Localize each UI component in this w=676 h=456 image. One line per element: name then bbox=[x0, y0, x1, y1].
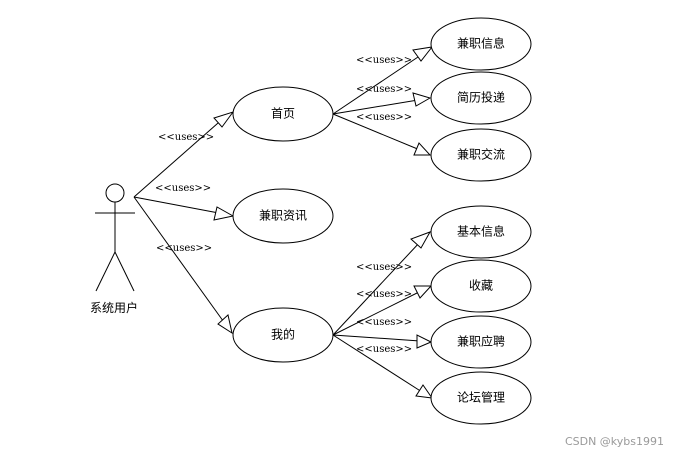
edge-mine-basicinfo bbox=[332, 241, 421, 336]
edge-actor-home bbox=[133, 115, 227, 198]
stereotype-home-resume: <<uses>> bbox=[356, 84, 412, 95]
usecase-resume: 简历投递 bbox=[430, 71, 532, 125]
stereotype-mine-forum: <<uses>> bbox=[356, 344, 412, 355]
actor-head bbox=[105, 183, 125, 203]
edge-mine-forum bbox=[332, 334, 423, 393]
arrowhead-home-resume bbox=[412, 92, 432, 107]
stereotype-mine-apply: <<uses>> bbox=[356, 317, 412, 328]
edge-home-resume bbox=[332, 99, 419, 115]
actor-figure bbox=[95, 183, 135, 292]
usecase-home: 首页 bbox=[232, 86, 334, 142]
edge-home-exchange bbox=[332, 113, 421, 151]
usecase-basic-info-ellipse bbox=[430, 205, 532, 259]
usecase-forum-ellipse bbox=[430, 371, 532, 425]
stereotype-actor-mine: <<uses>> bbox=[156, 243, 212, 254]
edge-mine-apply bbox=[332, 334, 421, 342]
arrowhead-home-jobinfo bbox=[412, 46, 434, 62]
usecase-home-ellipse bbox=[232, 86, 334, 142]
stereotype-mine-favorites: <<uses>> bbox=[356, 289, 412, 300]
arrowhead-mine-basicinfo bbox=[410, 231, 432, 249]
stereotype-actor-news: <<uses>> bbox=[155, 183, 211, 194]
actor-left-leg bbox=[95, 251, 116, 292]
arrowhead-actor-news bbox=[213, 206, 235, 221]
arrowhead-actor-home bbox=[213, 111, 235, 128]
stereotype-home-jobinfo: <<uses>> bbox=[356, 55, 412, 66]
usecase-job-info: 兼职信息 bbox=[430, 17, 532, 71]
usecase-favorites-ellipse bbox=[430, 259, 532, 313]
usecase-basic-info-label: 基本信息 bbox=[457, 224, 505, 239]
usecase-news: 兼职资讯 bbox=[232, 188, 334, 244]
usecase-apply: 兼职应聘 bbox=[430, 315, 532, 369]
arrowhead-mine-favorites bbox=[413, 285, 433, 299]
usecase-news-ellipse bbox=[232, 188, 334, 244]
usecase-favorites: 收藏 bbox=[430, 259, 532, 313]
usecase-apply-ellipse bbox=[430, 315, 532, 369]
arrowhead-home-exchange bbox=[413, 142, 432, 156]
usecase-mine: 我的 bbox=[232, 307, 334, 363]
stereotype-actor-home: <<uses>> bbox=[158, 132, 214, 143]
usecase-mine-ellipse bbox=[232, 307, 334, 363]
usecase-basic-info: 基本信息 bbox=[430, 205, 532, 259]
usecase-apply-label: 兼职应聘 bbox=[457, 334, 505, 349]
edge-actor-news bbox=[133, 196, 225, 215]
stereotype-home-exchange: <<uses>> bbox=[356, 112, 412, 123]
usecase-exchange-ellipse bbox=[430, 128, 532, 182]
arrowhead-mine-apply bbox=[416, 334, 433, 349]
usecase-news-label: 兼职资讯 bbox=[259, 209, 307, 223]
usecase-job-info-label: 兼职信息 bbox=[457, 36, 505, 51]
usecase-resume-label: 简历投递 bbox=[457, 90, 505, 105]
usecase-resume-ellipse bbox=[430, 71, 532, 125]
watermark-text: CSDN @kybs1991 bbox=[565, 435, 664, 448]
usecase-home-label: 首页 bbox=[271, 107, 295, 121]
arrowhead-mine-forum bbox=[415, 384, 434, 399]
usecase-favorites-label: 收藏 bbox=[469, 279, 493, 293]
usecase-exchange: 兼职交流 bbox=[430, 128, 532, 182]
usecase-forum: 论坛管理 bbox=[430, 371, 532, 425]
actor-label: 系统用户 bbox=[90, 300, 138, 315]
stereotype-mine-basicinfo: <<uses>> bbox=[356, 262, 412, 273]
arrowhead-actor-mine bbox=[217, 314, 233, 335]
edge-mine-favorites bbox=[332, 290, 422, 336]
usecase-mine-label: 我的 bbox=[271, 327, 295, 342]
usecase-forum-label: 论坛管理 bbox=[457, 390, 505, 405]
usecase-job-info-ellipse bbox=[430, 17, 532, 71]
edge-home-jobinfo bbox=[332, 54, 422, 115]
edge-actor-mine bbox=[133, 196, 227, 326]
usecase-exchange-label: 兼职交流 bbox=[457, 147, 505, 162]
actor-right-leg bbox=[114, 251, 135, 292]
